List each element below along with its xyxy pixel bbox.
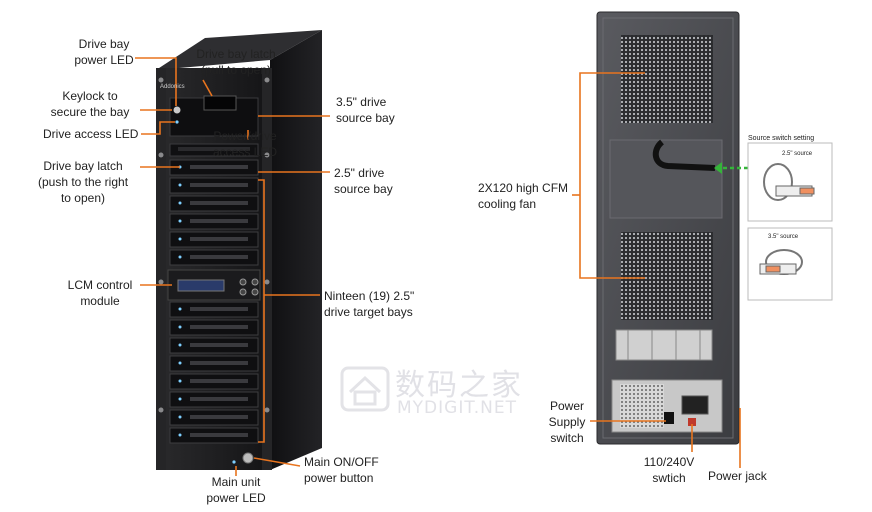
label-keylock: Keylock to secure the bay	[50, 89, 130, 119]
expansion-slots	[615, 329, 713, 361]
drive-bay-led-icon	[178, 433, 182, 437]
tower-side-panel	[270, 30, 322, 470]
leader-drive-bay-power-led	[135, 57, 177, 106]
drive-bay-led-icon	[178, 307, 182, 311]
drive-bay-handle	[190, 237, 248, 241]
main-power-led-icon	[232, 460, 236, 464]
drive-bay-handle	[190, 183, 248, 187]
drive-bay-handle	[190, 201, 248, 205]
label-drive-bay-latch-pull: Drive bay latch (pull to open)	[196, 47, 276, 77]
leader-power-button	[253, 457, 301, 467]
voltage-switch-icon	[688, 418, 696, 426]
drive-bay-led-icon	[178, 397, 182, 401]
inset-2-5-source	[747, 142, 833, 222]
label-source-3-5: 3.5" source	[768, 234, 799, 240]
label-drive-access-led: Drive access LED	[43, 127, 139, 141]
leader-latch-pull	[202, 79, 213, 97]
target-bays-group	[169, 159, 259, 444]
label-power-jack: Power jack	[708, 469, 767, 483]
watermark-logo-icon	[340, 366, 390, 412]
leader-cooling-fan	[579, 72, 645, 279]
drive-bay-led-icon	[178, 183, 182, 187]
label-power-drive-access-led: Power/drive access LED	[212, 129, 278, 159]
drive-bay-handle	[190, 415, 248, 419]
label-main-onoff: Main ON/OFF power button	[304, 455, 379, 485]
drive-bay-led-icon	[178, 201, 182, 205]
drive-bay-handle	[190, 165, 248, 169]
drive-bay-handle	[190, 361, 248, 365]
drive-bay-handle	[190, 433, 248, 437]
rack-screw	[158, 77, 164, 83]
drive-bay-led-icon	[178, 343, 182, 347]
drive-bay-handle	[190, 255, 248, 259]
label-source-bay-2-5: 2.5" drive source bay	[334, 166, 393, 196]
label-drive-bay-latch-push: Drive bay latch (push to the right to op…	[37, 159, 129, 205]
label-drive-bay-power-led: Drive bay power LED	[74, 37, 134, 67]
drive-bay-handle	[190, 397, 248, 401]
bay-latch-handle	[203, 95, 237, 111]
watermark-english: MYDIGIT.NET	[397, 398, 517, 418]
lcm-button-icon	[239, 278, 247, 286]
drive-bay-led-icon	[178, 379, 182, 383]
label-main-unit-power-led: Main unit power LED	[206, 475, 266, 505]
label-lcm-control-module: LCM control module	[67, 278, 133, 308]
rear-leader-lines	[572, 72, 741, 468]
source-switch-insets	[747, 142, 833, 301]
drive-bay-handle	[190, 343, 248, 347]
drive-bay-handle	[190, 379, 248, 383]
drive-bay-led-icon	[178, 325, 182, 329]
drive-bay-led-icon	[178, 255, 182, 259]
power-jack-icon	[681, 395, 709, 415]
drive-bay-handle	[190, 307, 248, 311]
label-source-2-5: 2.5" source	[782, 151, 813, 157]
leader-drive-access-led	[141, 121, 175, 135]
drive-bay-led-icon	[178, 237, 182, 241]
cooling-fan-bottom	[621, 232, 713, 320]
label-cooling-fan: 2X120 high CFM cooling fan	[478, 181, 569, 211]
front-tower-unit	[156, 30, 322, 470]
lcd-screen	[177, 279, 225, 292]
label-source-switch-setting: Source switch setting	[748, 135, 815, 142]
front-leader-lines	[135, 57, 330, 476]
led-icon	[175, 120, 179, 124]
power-button-icon	[242, 452, 254, 464]
label-voltage-switch: 110/240V swtich	[643, 455, 695, 485]
drive-bay-handle	[190, 325, 248, 329]
drive-bay-led-icon	[178, 415, 182, 419]
drive-bay-led-icon	[178, 361, 182, 365]
keylock-icon	[173, 106, 181, 114]
drive-bay-handle	[190, 219, 248, 223]
source-cable	[652, 139, 716, 171]
cooling-fan-top	[621, 35, 713, 123]
brand-logo: Addonics	[160, 84, 185, 90]
drive-bay-led-icon	[178, 219, 182, 223]
label-target-bays: Ninteen (19) 2.5" drive target bays	[324, 289, 415, 319]
target-bays-bracket	[258, 179, 265, 443]
rear-tower-unit	[596, 11, 740, 445]
tower-top	[156, 30, 322, 70]
label-power-supply-switch: Power Supply switch	[548, 399, 586, 445]
watermark-chinese: 数码之家	[395, 368, 523, 403]
source-switch-arrow	[714, 162, 748, 174]
psu-switch-icon	[664, 412, 674, 424]
label-source-bay-3-5: 3.5" drive source bay	[336, 95, 395, 125]
